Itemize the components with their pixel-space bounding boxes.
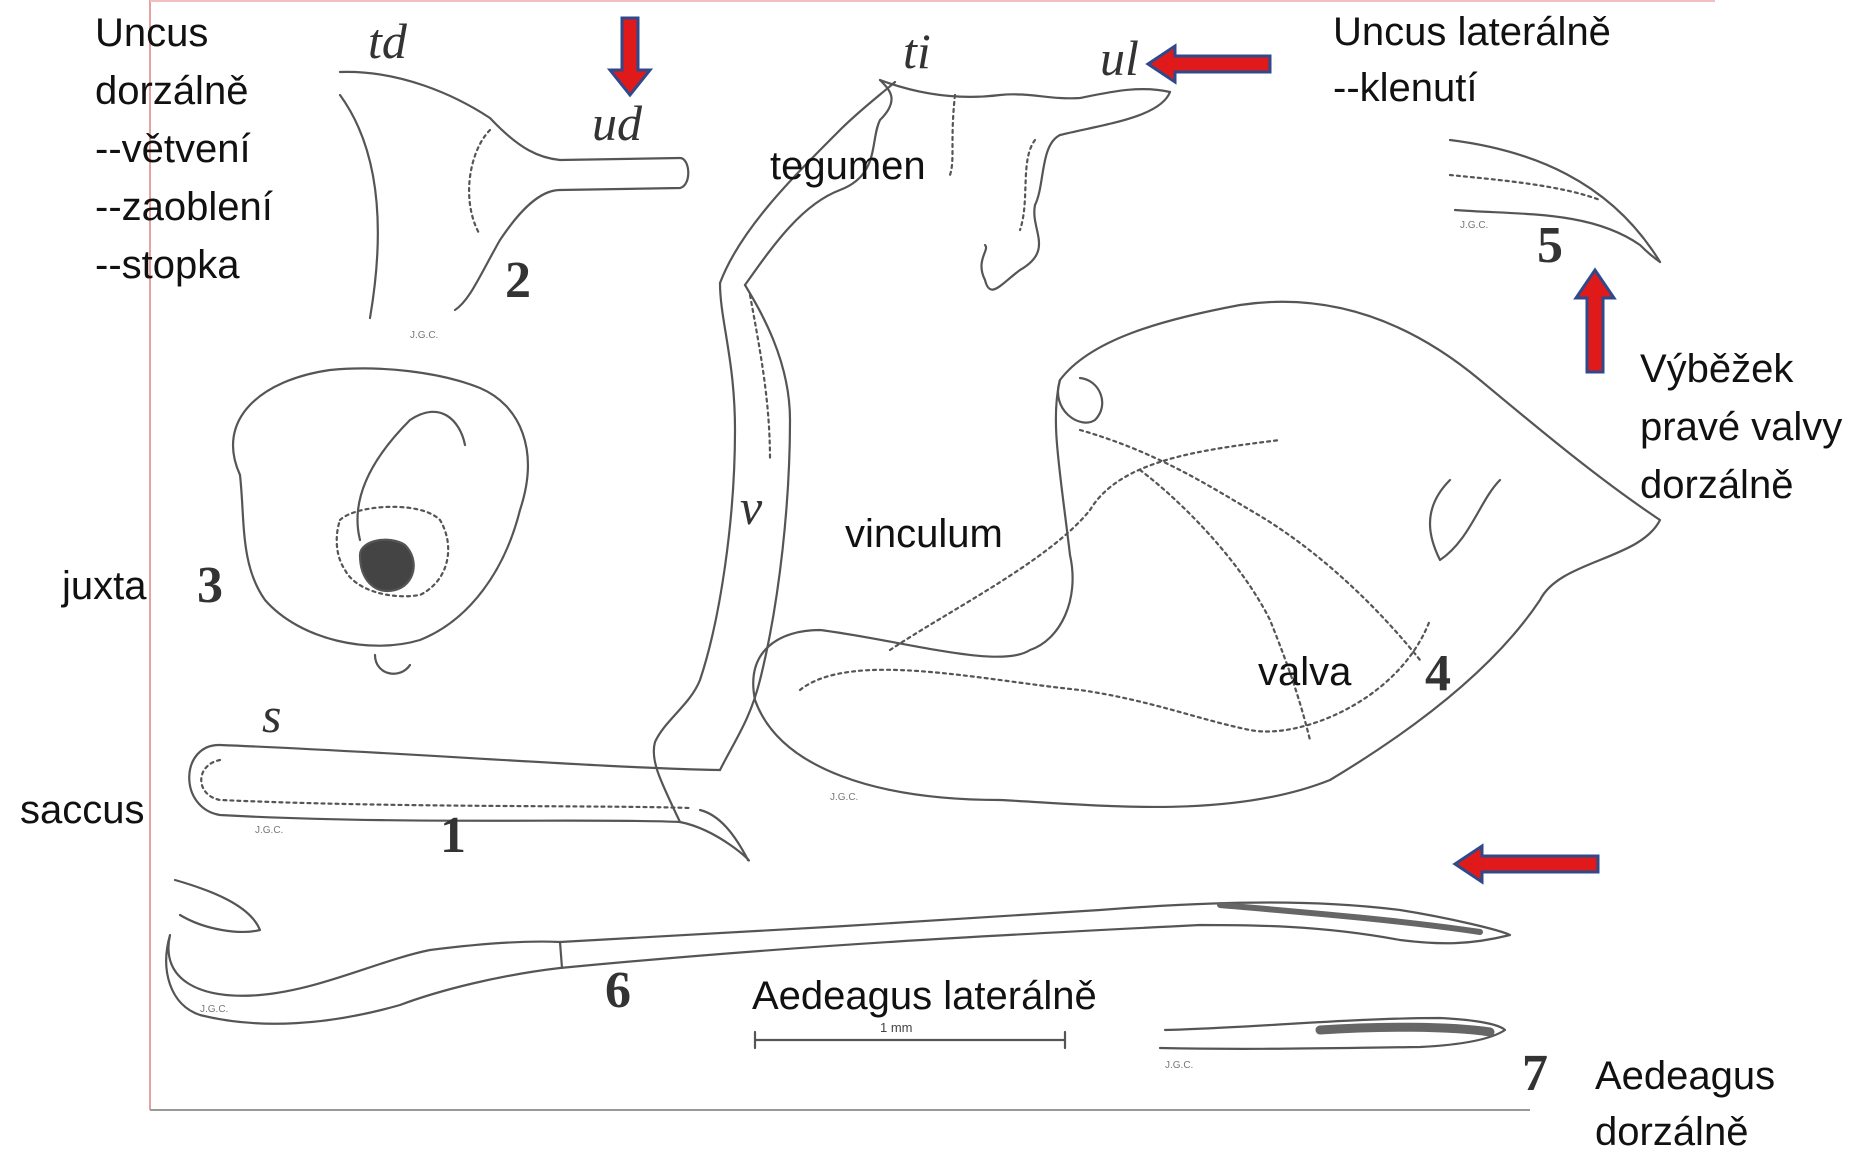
label-td: td bbox=[368, 16, 407, 66]
figure-number-6: 6 bbox=[605, 965, 631, 1017]
uncus-dorsal-annotation: Uncus dorzálně --větvení --zaoblení --st… bbox=[95, 4, 273, 294]
vybezek-line-1: Výběžek bbox=[1640, 340, 1842, 398]
arrow-up-valve-process bbox=[1576, 270, 1614, 372]
uncus-dorsal-line-2: dorzálně bbox=[95, 62, 273, 120]
label-ul: ul bbox=[1100, 33, 1139, 83]
vybezek-line-2: pravé valvy bbox=[1640, 398, 1842, 456]
arrow-down-uncus-dorsal bbox=[610, 18, 650, 95]
figure-number-1: 1 bbox=[440, 810, 466, 862]
svg-text:J.G.C.: J.G.C. bbox=[255, 825, 283, 836]
label-s: s bbox=[262, 690, 281, 740]
vinculum-label: vinculum bbox=[845, 510, 1003, 558]
genitalia-diagram: J.G.C. J.G.C. bbox=[0, 0, 1861, 1132]
aedeagus-dorsal-line-2: dorzálně bbox=[1595, 1104, 1775, 1160]
juxta-label: juxta bbox=[62, 562, 147, 610]
arrow-left-aedeagus bbox=[1455, 846, 1598, 882]
figure-7-aedeagus-dorsal: J.G.C. bbox=[1160, 1018, 1505, 1071]
aedeagus-dorsal-annotation: Aedeagus dorzálně bbox=[1595, 1048, 1775, 1160]
svg-text:J.G.C.: J.G.C. bbox=[200, 1004, 228, 1015]
valva-label: valva bbox=[1258, 648, 1351, 696]
arrow-left-uncus-lateral bbox=[1148, 46, 1270, 82]
figure-number-3: 3 bbox=[197, 560, 223, 612]
tegumen-label: tegumen bbox=[770, 142, 926, 190]
vybezek-line-3: dorzálně bbox=[1640, 456, 1842, 514]
uncus-dorsal-line-1: Uncus bbox=[95, 4, 273, 62]
svg-text:J.G.C.: J.G.C. bbox=[1165, 1060, 1193, 1071]
uncus-lateral-line-1: Uncus laterálně bbox=[1333, 4, 1611, 60]
figure-number-2: 2 bbox=[505, 255, 531, 307]
label-v: v bbox=[740, 482, 762, 532]
label-ud: ud bbox=[592, 98, 642, 148]
uncus-dorsal-line-5: --stopka bbox=[95, 236, 273, 294]
figure-number-7: 7 bbox=[1522, 1048, 1548, 1100]
uncus-dorsal-line-4: --zaoblení bbox=[95, 178, 273, 236]
uncus-dorsal-line-3: --větvení bbox=[95, 120, 273, 178]
svg-text:J.G.C.: J.G.C. bbox=[410, 330, 438, 341]
figure-3-juxta bbox=[233, 368, 528, 673]
saccus-label: saccus bbox=[20, 786, 145, 834]
uncus-lateral-line-2: --klenutí bbox=[1333, 60, 1611, 116]
figure-1-lateral-view: J.G.C. bbox=[189, 80, 1170, 860]
svg-text:J.G.C.: J.G.C. bbox=[830, 792, 858, 803]
label-ti: ti bbox=[903, 26, 931, 76]
figure-number-5: 5 bbox=[1537, 220, 1563, 272]
figure-number-4: 4 bbox=[1425, 648, 1451, 700]
uncus-lateral-annotation: Uncus laterálně --klenutí bbox=[1333, 4, 1611, 116]
scale-bar-label: 1 mm bbox=[880, 1020, 913, 1035]
vybezek-annotation: Výběžek pravé valvy dorzálně bbox=[1640, 340, 1842, 514]
aedeagus-lateral-label: Aedeagus laterálně bbox=[752, 972, 1097, 1020]
aedeagus-dorsal-line-1: Aedeagus bbox=[1595, 1048, 1775, 1104]
svg-text:J.G.C.: J.G.C. bbox=[1460, 220, 1488, 231]
